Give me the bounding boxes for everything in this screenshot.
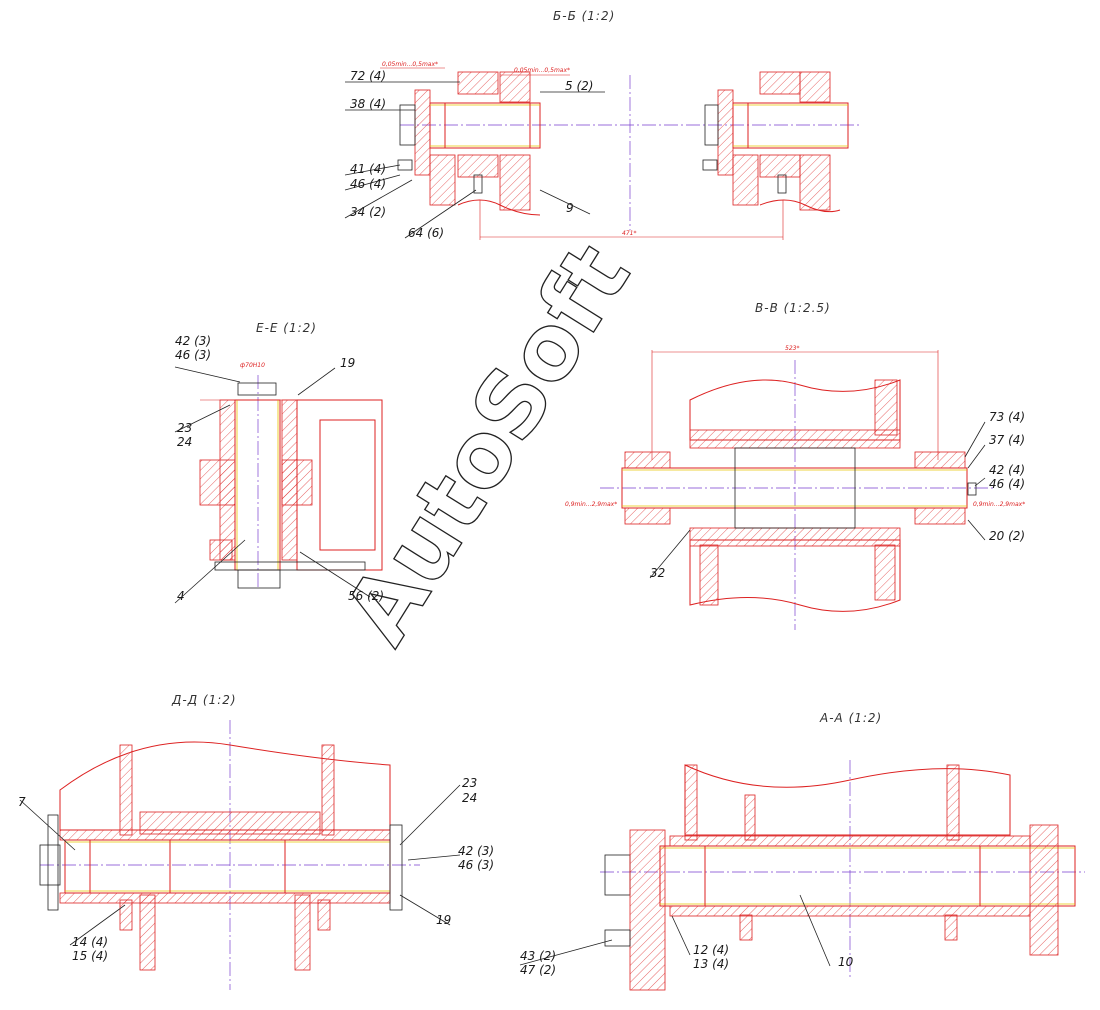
vv-label-32: 32 — [650, 566, 665, 580]
dd-label-46: 46 (3) — [458, 858, 494, 872]
vv-label-37: 37 (4) — [989, 433, 1025, 447]
ee-label-46: 46 (3) — [175, 348, 211, 362]
vv-gap-dim-2: 0,9min...2,9max* — [973, 501, 1025, 508]
section-vv: В-В (1:2.5) 523* 0,9min...2,9max* 0,9min… — [565, 301, 1025, 630]
bb-label-41: 41 (4) — [350, 162, 386, 176]
bb-length-dim: 471* — [622, 230, 636, 237]
bb-label-72: 72 (4) — [350, 69, 386, 83]
bb-gap-dim-2: 0,05min...0,5max* — [514, 67, 570, 74]
section-vv-title: В-В (1:2.5) — [755, 301, 831, 315]
aa-label-43: 43 (2) — [520, 949, 556, 963]
bb-right-assembly — [702, 71, 849, 213]
vv-label-46: 46 (4) — [989, 477, 1025, 491]
bb-label-64: 64 (6) — [408, 226, 444, 240]
section-ee: Е-Е (1:2) ф70Н10 42 (3) 46 (3) 19 23 24 … — [174, 321, 384, 604]
dd-label-7: 7 — [18, 795, 26, 809]
aa-label-12: 12 (4) — [693, 943, 729, 957]
dd-label-14: 14 (4) — [72, 935, 108, 949]
ee-label-56: 56 (2) — [348, 589, 384, 603]
autosoft-watermark: AutoSoft — [325, 227, 651, 662]
dd-label-23: 23 — [462, 776, 477, 790]
ee-dia-dim: ф70Н10 — [240, 362, 265, 369]
bb-left-assembly — [397, 71, 541, 216]
section-dd-title: Д-Д (1:2) — [171, 693, 237, 707]
section-aa: А-А (1:2) 43 (2) 47 (2) 12 (4) 13 (4) 10 — [519, 711, 1085, 991]
bb-gap-dim-1: 0,05min...0,5max* — [382, 61, 438, 68]
ee-label-23: 23 — [177, 421, 192, 435]
section-dd: Д-Д (1:2) 7 23 24 42 (3) 46 (3 — [18, 693, 494, 990]
aa-label-13: 13 (4) — [693, 957, 729, 971]
ee-label-24: 24 — [177, 435, 192, 449]
bb-label-5: 5 (2) — [565, 79, 593, 93]
aa-label-10: 10 — [838, 955, 854, 969]
vv-label-73: 73 (4) — [989, 410, 1025, 424]
dd-label-15: 15 (4) — [72, 949, 108, 963]
vv-label-20: 20 (2) — [989, 529, 1025, 543]
aa-label-47: 47 (2) — [520, 963, 556, 977]
ee-label-19: 19 — [340, 356, 355, 370]
vv-length-dim: 523* — [785, 345, 799, 352]
bb-label-46: 46 (4) — [350, 177, 386, 191]
ee-label-4: 4 — [177, 589, 185, 603]
vv-label-42: 42 (4) — [989, 463, 1025, 477]
dd-label-19: 19 — [436, 913, 451, 927]
dd-label-42: 42 (3) — [458, 844, 494, 858]
dd-label-24: 24 — [462, 791, 477, 805]
bb-label-9: 9 — [566, 201, 574, 215]
section-aa-title: А-А (1:2) — [819, 711, 882, 725]
section-bb-title: Б-Б (1:2) — [553, 9, 615, 23]
ee-label-42: 42 (3) — [175, 334, 211, 348]
bb-label-38: 38 (4) — [350, 97, 386, 111]
section-ee-title: Е-Е (1:2) — [256, 321, 317, 335]
bb-label-34: 34 (2) — [350, 205, 386, 219]
section-bb: Б-Б (1:2) — [344, 9, 860, 240]
vv-gap-dim: 0,9min...2,9max* — [565, 501, 617, 508]
